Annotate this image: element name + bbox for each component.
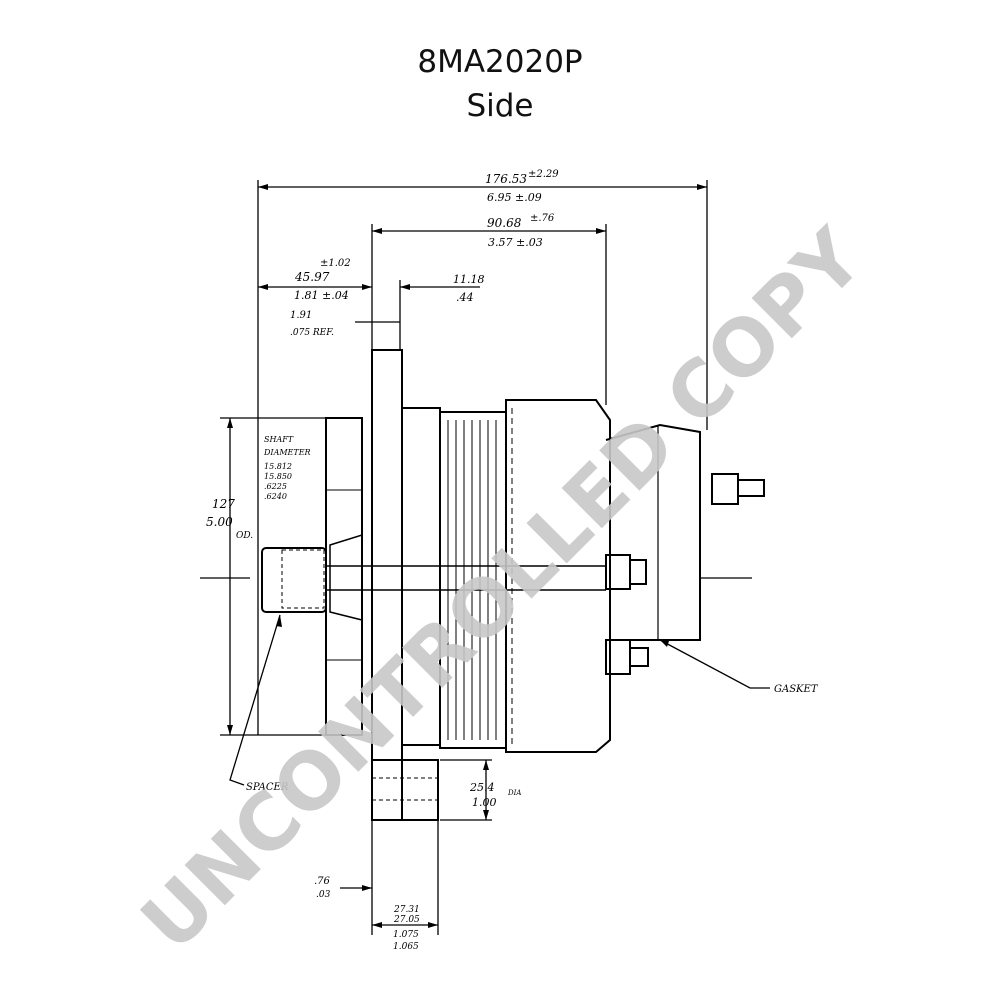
overall-length-alt: 6.95 ±.09 xyxy=(487,191,542,204)
stator-windings xyxy=(447,420,497,740)
flange-offset-alt: .44 xyxy=(456,291,474,304)
shaft-diameter-v1: 15.812 xyxy=(264,462,292,471)
mount-offset-alt: 1.81 ±.04 xyxy=(294,289,349,302)
shaft-diameter-v2: 15.850 xyxy=(264,472,292,481)
body-length-tol: ±.76 xyxy=(530,213,555,224)
bolt-dia-value: 25.4 xyxy=(469,781,495,794)
shaft-diameter-label-2: DIAMETER xyxy=(263,448,311,457)
watermark: UNCONTROLLED COPY xyxy=(125,212,882,969)
ear-width-v4: 1.065 xyxy=(393,942,419,952)
shaft-diameter-v3: .6225 xyxy=(264,482,287,491)
ear-width-v2: 27.05 xyxy=(393,915,420,925)
flange-offset-value: 11.18 xyxy=(453,273,485,286)
bolt-dia-alt: 1.00 xyxy=(472,796,497,809)
overall-length-tol: ±2.29 xyxy=(528,169,559,180)
pulley-od-alt: 5.00 xyxy=(206,515,233,529)
mount-offset-value: 45.97 xyxy=(294,270,330,284)
bottom-gap-value: .76 xyxy=(314,876,331,887)
mount-offset-tol: ±1.02 xyxy=(320,258,351,269)
shaft-diameter-label-1: SHAFT xyxy=(264,435,294,444)
gasket-callout: GASKET xyxy=(774,684,819,695)
mounting-ear xyxy=(371,759,439,821)
output-stud xyxy=(711,473,739,505)
spacer-callout: SPACER xyxy=(246,782,289,793)
shaft-diameter-v4: .6240 xyxy=(264,492,287,501)
alternator-body xyxy=(261,349,765,821)
rear-housing xyxy=(505,399,611,753)
body-length-alt: 3.57 ±.03 xyxy=(488,236,543,249)
dimension-lines xyxy=(200,180,770,935)
bottom-gap-alt: .03 xyxy=(316,890,331,900)
dimension-labels: 176.53 ±2.29 6.95 ±.09 90.68 ±.76 3.57 ±… xyxy=(206,169,819,952)
dimension-arrows xyxy=(227,184,707,928)
ear-width-v1: 27.31 xyxy=(393,905,420,915)
body-length-value: 90.68 xyxy=(487,216,522,230)
overall-length-value: 176.53 xyxy=(485,172,527,186)
pulley-od-value: 127 xyxy=(212,497,235,511)
ref-gap-value: 1.91 xyxy=(290,310,312,321)
drawing-subtitle: Side xyxy=(466,88,534,124)
shaft-nut xyxy=(261,547,327,613)
pulley-od-suffix: OD. xyxy=(236,531,253,541)
drawing-title: 8MA2020P xyxy=(417,44,583,80)
ref-gap-alt: .075 REF. xyxy=(290,328,334,338)
ear-width-v3: 1.075 xyxy=(393,930,419,940)
bolt-dia-suffix: DIA xyxy=(507,789,521,797)
